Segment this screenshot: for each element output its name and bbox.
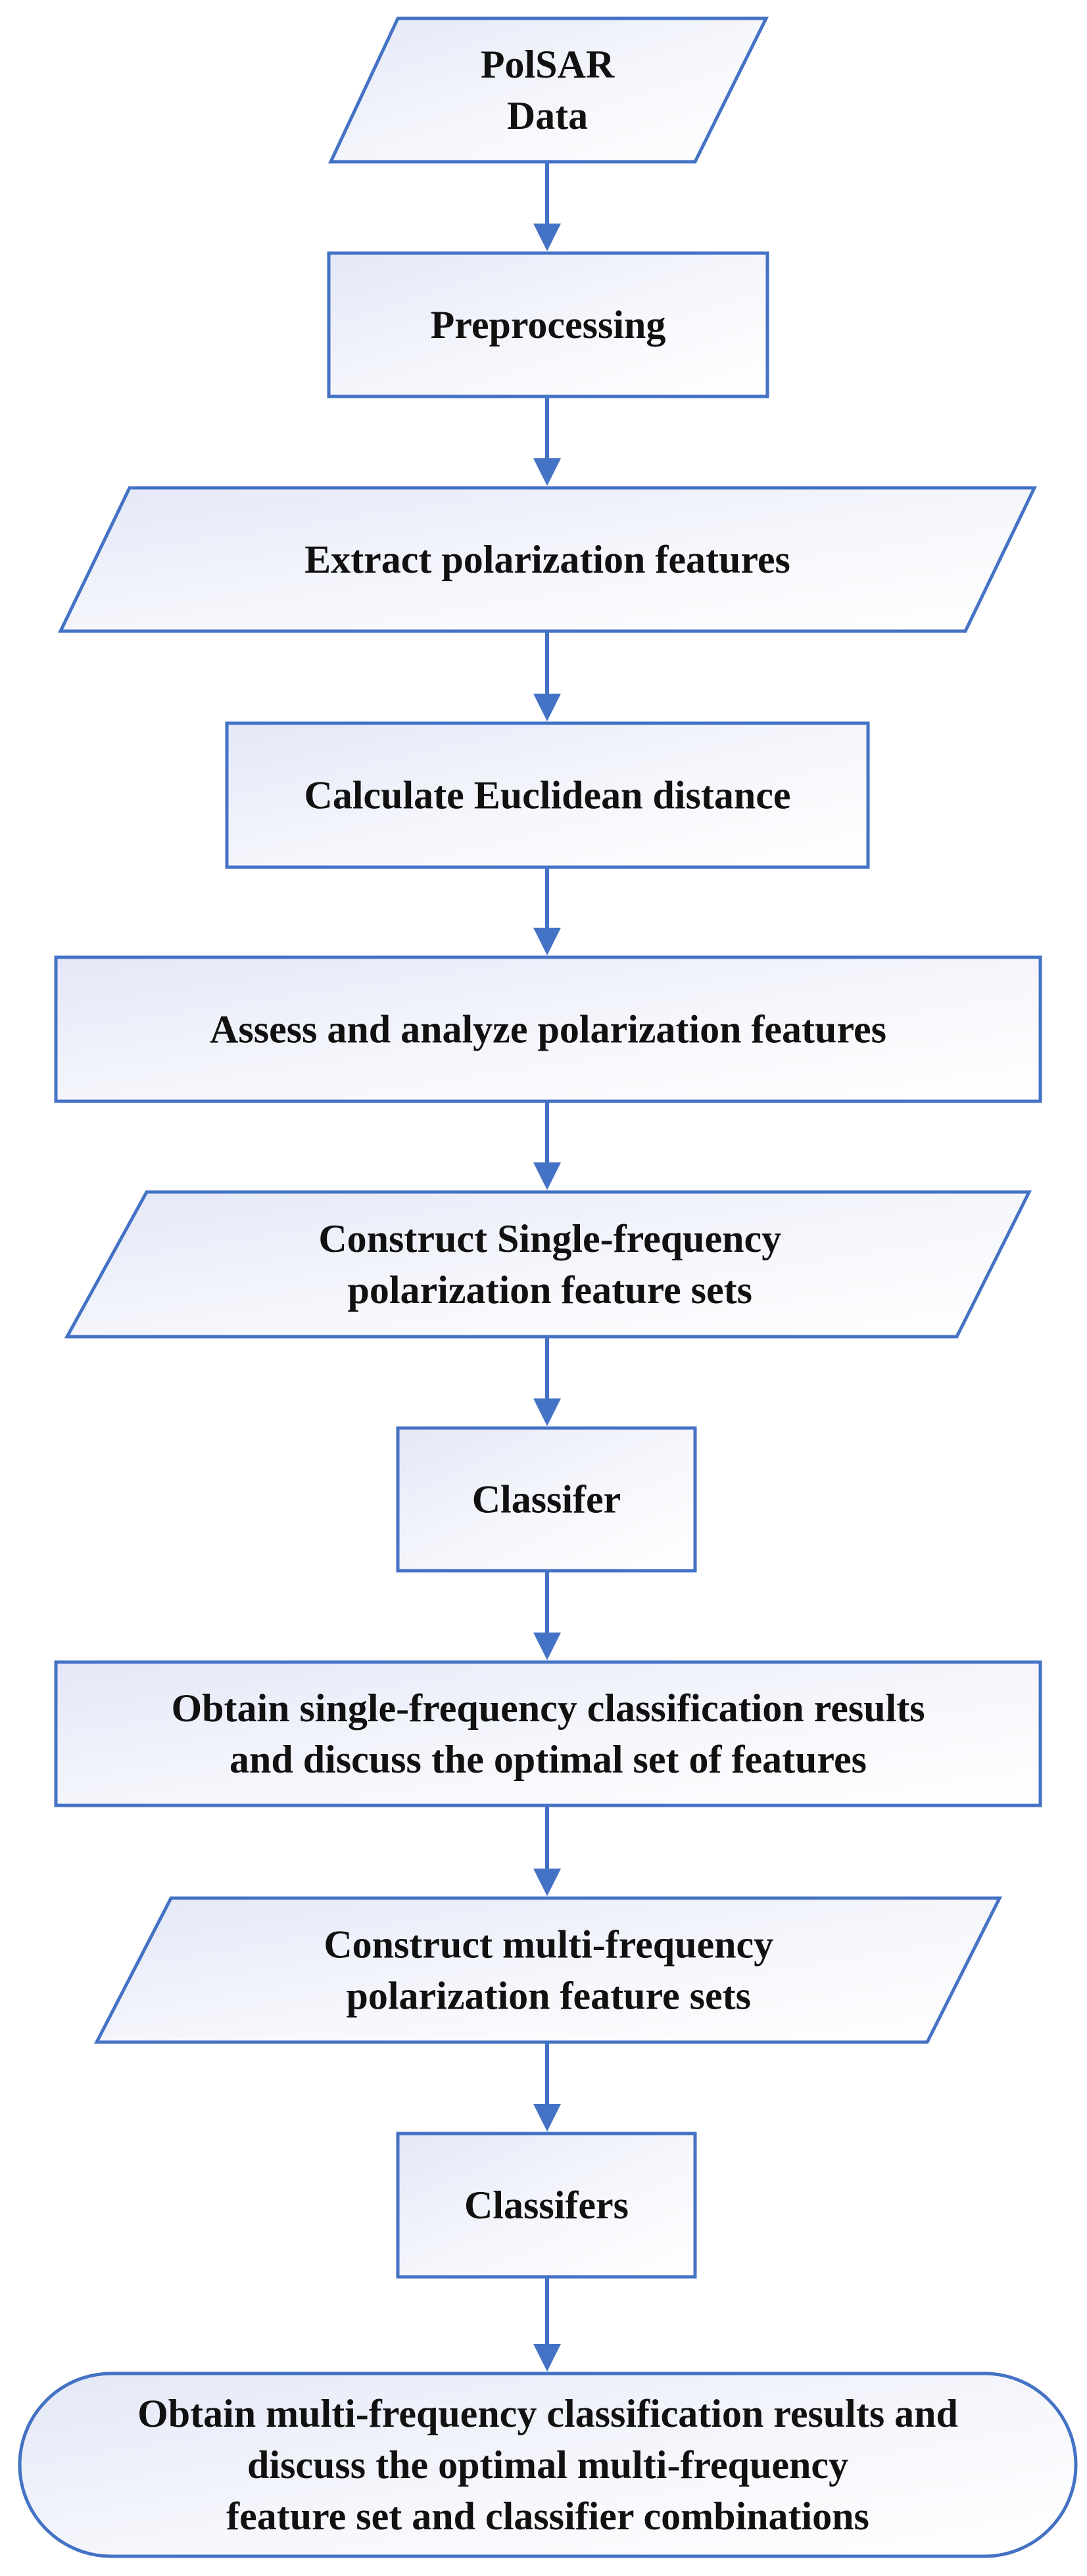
multi-frequency-results-node: Obtain multi-frequency classification re…: [18, 2372, 1078, 2558]
assess-features-label-line-1: Assess and analyze polarization features: [210, 1008, 886, 1051]
flow-arrow: [533, 1572, 561, 1660]
flow-arrow: [533, 398, 561, 486]
classifers-node: Classifers: [396, 2132, 697, 2279]
multi-frequency-sets-label-line-1: Construct multi-frequency: [324, 1923, 773, 1967]
preprocessing-node: Preprocessing: [327, 251, 769, 398]
assess-features-shape: [54, 955, 1042, 1103]
connectors: [533, 163, 561, 2372]
polsar-data-node: PolSAR Data: [328, 16, 769, 164]
flow-arrow: [533, 2043, 561, 2132]
classifer-shape: [396, 1426, 697, 1573]
classifer-node: Classifer: [396, 1426, 697, 1573]
polsar-data-shape: [328, 16, 769, 164]
flow-arrow: [533, 869, 561, 955]
polsar-data-label-line-1: PolSAR: [481, 43, 615, 86]
euclidean-distance-label-line-1: Calculate Euclidean distance: [304, 774, 790, 817]
single-frequency-results-label-line-1: Obtain single-frequency classification r…: [171, 1686, 925, 1730]
preprocessing-label-line-1: Preprocessing: [431, 303, 666, 346]
classifers-shape: [396, 2132, 697, 2279]
single-frequency-sets-node: Construct Single-frequency polarization f…: [64, 1190, 1032, 1339]
multi-frequency-results-shape: [18, 2372, 1078, 2558]
assess-features-node: Assess and analyze polarization features: [54, 955, 1042, 1103]
euclidean-distance-shape: [225, 721, 870, 869]
multi-frequency-sets-node: Construct multi-frequency polarization fe…: [93, 1896, 1003, 2044]
single-frequency-sets-label-line-2: polarization feature sets: [348, 1268, 752, 1312]
preprocessing-shape: [327, 251, 769, 398]
multi-frequency-sets-label-line-2: polarization feature sets: [347, 1974, 751, 2018]
single-frequency-sets-shape: [64, 1190, 1032, 1339]
euclidean-distance-node: Calculate Euclidean distance: [225, 721, 870, 869]
flow-arrow: [533, 1338, 561, 1426]
flow-arrow: [533, 2278, 561, 2372]
classifer-label-line-1: Classifer: [472, 1478, 621, 1521]
single-frequency-results-label-line-2: and discuss the optimal set of features: [229, 1738, 867, 1781]
multi-frequency-results-label-line-2: discuss the optimal multi-frequency: [247, 2443, 848, 2487]
polsar-data-label-line-2: Data: [507, 94, 588, 137]
multi-frequency-results-label-line-3: feature set and classifier combinations: [226, 2494, 869, 2538]
single-frequency-sets-label-line-1: Construct Single-frequency: [318, 1217, 781, 1260]
extract-features-shape: [58, 486, 1037, 633]
classifers-label-line-1: Classifers: [464, 2183, 629, 2227]
extract-features-label-line-1: Extract polarization features: [304, 538, 790, 581]
flow-arrow: [533, 1807, 561, 1896]
extract-features-node: Extract polarization features: [58, 486, 1037, 633]
flow-arrow: [533, 163, 561, 251]
single-frequency-results-node: Obtain single-frequency classification r…: [54, 1660, 1042, 1807]
multi-frequency-results-label-line-1: Obtain multi-frequency classification re…: [137, 2392, 958, 2435]
multi-frequency-sets-shape: [93, 1896, 1003, 2044]
single-frequency-results-shape: [54, 1660, 1042, 1807]
flow-arrow: [533, 632, 561, 721]
flow-arrow: [533, 1103, 561, 1190]
